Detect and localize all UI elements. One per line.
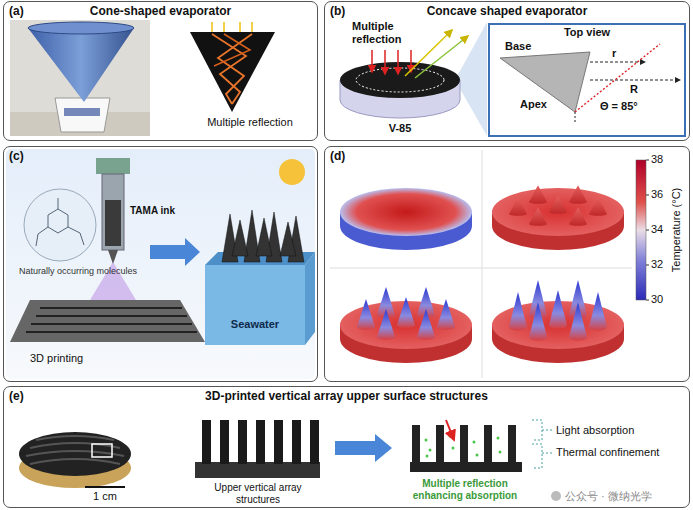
note: Upper vertical array structures xyxy=(203,482,313,506)
scale-label: 1 cm xyxy=(93,490,117,503)
sample-name: V-85 xyxy=(389,122,412,135)
axis-tick: 34 xyxy=(651,223,663,236)
panel-d-art xyxy=(330,150,649,378)
process-label: 3D printing xyxy=(30,352,83,365)
axis-tick: 36 xyxy=(651,188,663,201)
axis-title: Temperature (°C) xyxy=(670,188,683,272)
panel-letter: (e) xyxy=(9,389,24,403)
axis-tick: 38 xyxy=(651,153,663,166)
inset-title: Top view xyxy=(490,26,684,39)
dimension: R xyxy=(630,83,638,96)
medium-label: Seawater xyxy=(231,318,279,331)
panel-letter: (b) xyxy=(330,4,345,18)
panel-title: Concave shaped evaporator xyxy=(325,4,689,18)
panel-c-art xyxy=(6,149,315,379)
note: Naturally occurring molecules xyxy=(19,266,137,277)
note: Multiple reflection xyxy=(207,116,293,129)
panel-title: Cone-shaped evaporator xyxy=(4,4,317,18)
panel-title: 3D-printed vertical array upper surface … xyxy=(4,389,689,403)
note: Thermal confinement xyxy=(556,446,659,459)
panel-letter: (d) xyxy=(330,149,345,163)
angle-label: Θ = 85° xyxy=(600,100,638,113)
panel-box: (c) xyxy=(3,146,318,382)
note: Multiple reflection xyxy=(352,20,432,46)
note: Multiple reflection enhancing absorption xyxy=(403,478,528,502)
axis-tick: 32 xyxy=(651,258,663,271)
panel-letter: (a) xyxy=(9,4,24,18)
panel-box: (d) xyxy=(324,146,690,382)
watermark: 公众号 · 微纳光学 xyxy=(565,490,652,503)
panel-letter: (c) xyxy=(9,149,24,163)
part-label: Base xyxy=(505,40,531,53)
note: Light absorption xyxy=(556,424,634,437)
axis-tick: 30 xyxy=(651,293,663,306)
dimension: r xyxy=(612,47,616,60)
part-label: Apex xyxy=(520,98,547,111)
material-label: TAMA ink xyxy=(130,205,175,217)
